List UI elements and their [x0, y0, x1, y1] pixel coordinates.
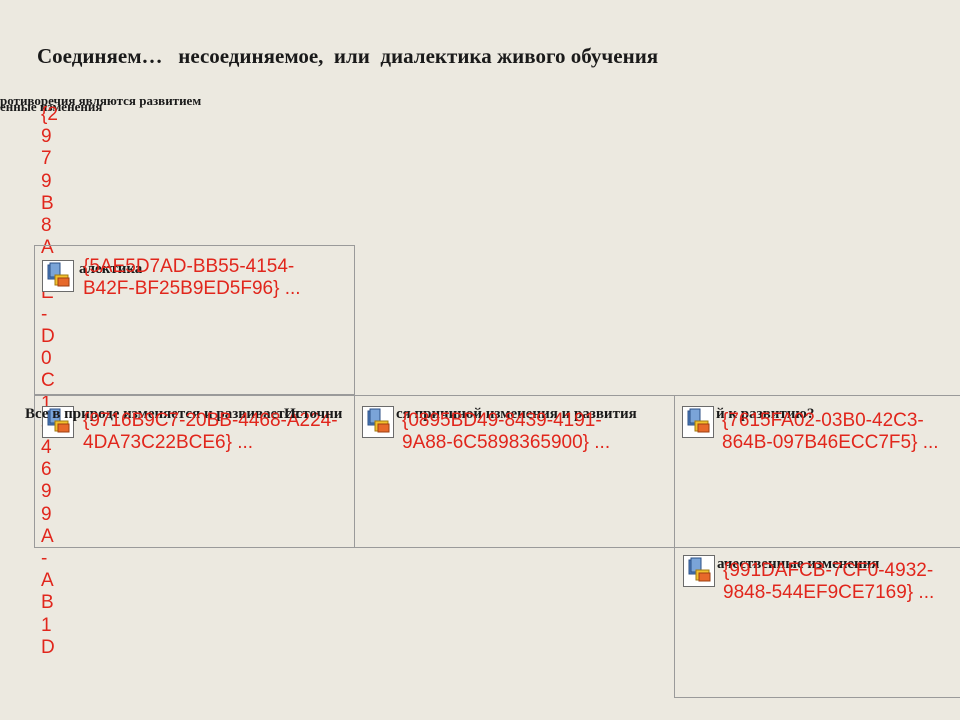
ole-object-icon [42, 260, 74, 292]
object-guid: {9716B9C7-20BB-4468-A224-4DA73C22BCE6} .… [83, 410, 338, 453]
object-label: ся причиной изменения и развития [396, 406, 637, 422]
object-label: алектика [79, 261, 143, 277]
object-label: Все в природе изменяется и развивается [25, 406, 300, 422]
ole-object-icon [683, 555, 715, 587]
vertical-guid-text: {2979B8A9E-D0C1-4699A-AB1D [41, 104, 58, 658]
overlapping-label-a: ротиворечия являются развитием [0, 93, 202, 108]
overlapping-label-b: енные изменения [0, 99, 103, 114]
object-guid: {5AE5D7AD-BB55-4154-B42F-BF25B9ED5F96} .… [83, 256, 301, 299]
ole-object-icon [362, 406, 394, 438]
object-label: ачественные изменения [717, 556, 880, 572]
embedded-object-source-of-change[interactable]: Источни ся причиной изменения и развития… [284, 395, 675, 548]
object-label: й к развитию? [716, 406, 815, 422]
embedded-object-to-development[interactable]: й к развитию? {7615FA02-03B0-42C3-864B-0… [674, 395, 960, 548]
ole-object-icon [682, 406, 714, 438]
object-guid: {0895BD49-8439-4191-9A88-6C5898365900} .… [402, 410, 611, 453]
object-guid: {7615FA02-03B0-42C3-864B-097B46ECC7F5} .… [722, 410, 939, 453]
object-guid: {991DAFCB-7CF0-4932-9848-544EF9CE7169} .… [723, 560, 935, 603]
embedded-object-nature-changes[interactable]: Все в природе изменяется и развивается {… [25, 395, 355, 548]
embedded-object-qualitative-changes[interactable]: ачественные изменения {991DAFCB-7CF0-493… [674, 547, 960, 698]
slide-title: Соединяем… несоединяемое, или диалектика… [37, 44, 659, 68]
embedded-object-dialectics[interactable]: алектика {5AE5D7AD-BB55-4154-B42F-BF25B9… [34, 245, 355, 395]
object-label-prefix: Источни [284, 406, 343, 422]
